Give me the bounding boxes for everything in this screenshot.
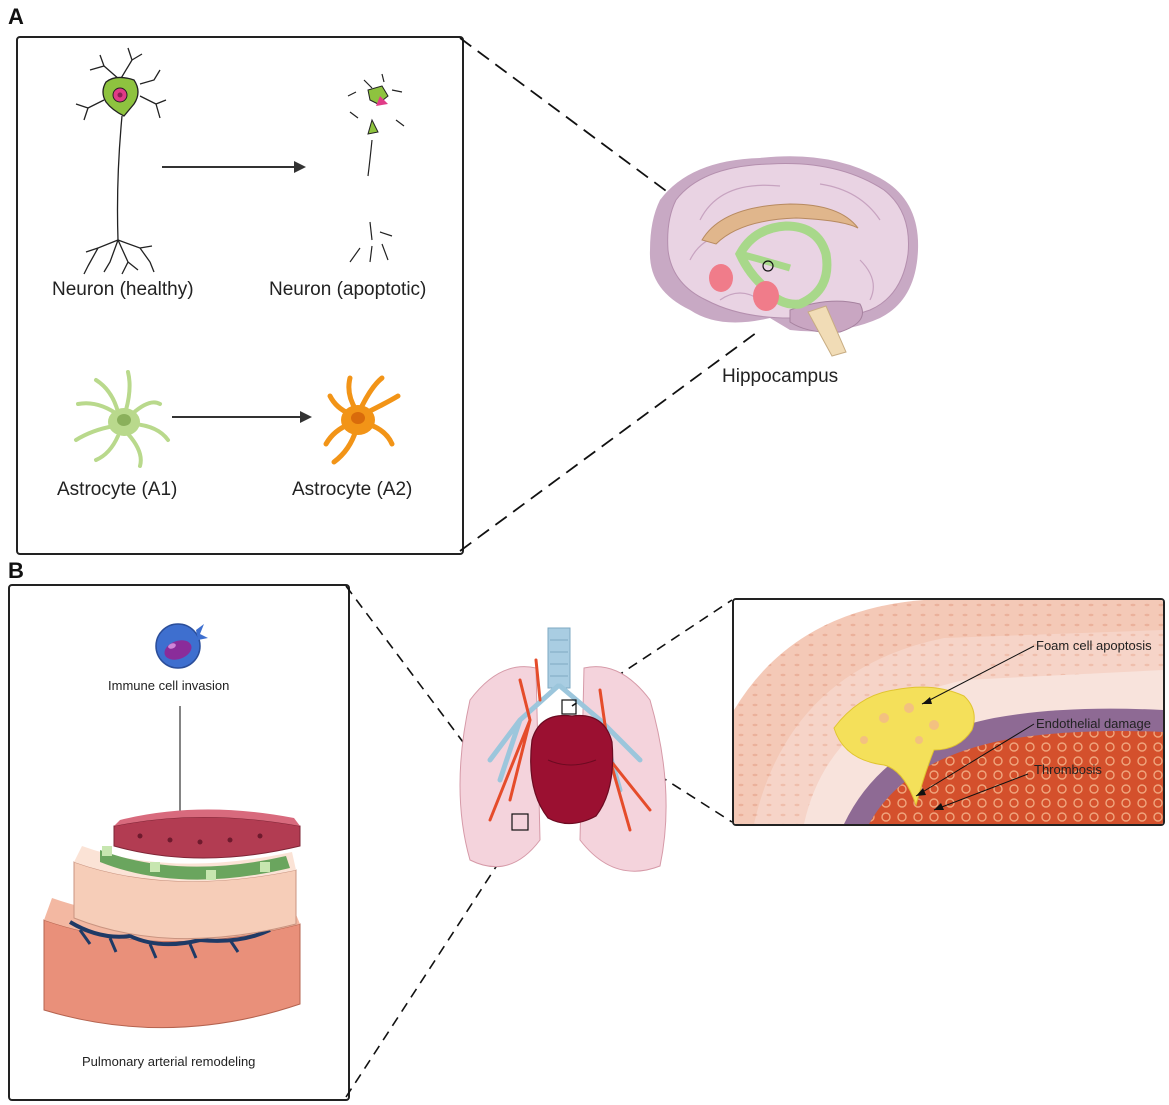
astrocyte-a1-icon — [74, 370, 170, 468]
immune-cell-icon — [155, 623, 208, 669]
healthy-neuron-icon — [75, 47, 167, 275]
immune-invasion-label: Immune cell invasion — [108, 678, 230, 693]
neuron-apoptotic-label: Neuron (apoptotic) — [269, 279, 427, 300]
neuron-healthy-label: Neuron (healthy) — [52, 279, 194, 300]
zoom-connector-b-left-bottom — [345, 829, 521, 1098]
panel-a-letter: A — [8, 4, 24, 29]
panel-b-letter: B — [8, 558, 24, 583]
plaque-illustration — [734, 600, 1163, 824]
artery-layers-icon — [43, 809, 301, 1029]
plaque-zoom-box — [732, 598, 1165, 826]
panel-a-box — [16, 36, 464, 555]
zoom-connector-b-right-top — [571, 599, 733, 707]
astrocyte-a2-label: Astrocyte (A2) — [292, 479, 413, 500]
brain-icon — [649, 156, 919, 357]
thrombosis-label: Thrombosis — [1034, 762, 1102, 777]
foam-cell-label: Foam cell apoptosis — [1036, 638, 1152, 653]
astrocyte-a1-label: Astrocyte (A1) — [57, 479, 178, 500]
apoptotic-neuron-icon — [347, 73, 405, 263]
endothelial-damage-label: Endothelial damage — [1036, 716, 1151, 731]
astrocyte-a2-icon — [323, 375, 401, 465]
zoom-connector-a-bottom — [459, 329, 761, 552]
heart-lungs-icon — [459, 627, 667, 872]
hippocampus-label: Hippocampus — [722, 366, 839, 387]
remodeling-label: Pulmonary arterial remodeling — [82, 1054, 256, 1069]
